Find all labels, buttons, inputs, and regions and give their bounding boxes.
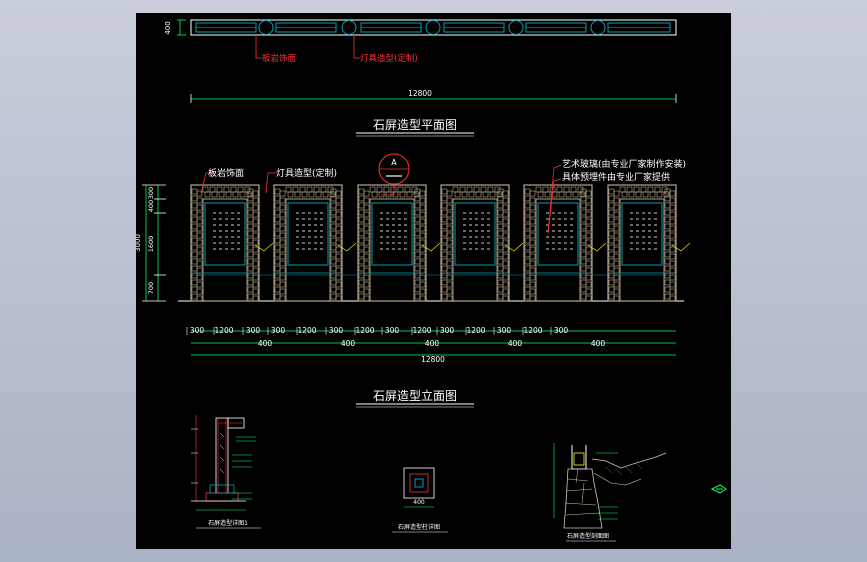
elev-dim-label: 400 (341, 339, 356, 348)
elev-label-stone: 板岩饰面 (208, 167, 244, 179)
plan-view: 400 板岩饰面 灯具造型(定制) 12800 石屏造型平面图 (164, 19, 677, 137)
elev-dim-row-1: 300 1200 300 300 1200 300 1200 300 1200 300 1200 30… (186, 326, 569, 335)
elev-label-embed: 具体预埋件由专业厂家提供 (562, 171, 670, 183)
elev-dim-label: 300 (246, 326, 261, 335)
elev-dim-label: 1200 (466, 326, 485, 335)
elev-dim-label: 300 (385, 326, 400, 335)
elev-dim-total-height: 3000 (136, 234, 142, 252)
elev-dim-700: 700 (147, 282, 155, 294)
elev-dim-label: 1200 (355, 326, 374, 335)
plan-total-width: 12800 (408, 89, 432, 98)
elev-dim-label: 1200 (214, 326, 233, 335)
section-marker: A (378, 153, 410, 196)
ucs-axis-icon (710, 484, 727, 494)
cad-drawing-viewport[interactable]: 400 板岩饰面 灯具造型(定制) 12800 石屏造型平面图 3000 400… (136, 13, 731, 549)
elev-dim-label: 300 (329, 326, 344, 335)
elev-dim-label: 300 (497, 326, 512, 335)
stone-screens (190, 184, 691, 302)
plan-depth-dim: 400 (164, 21, 172, 34)
elev-title: 石屏造型立面图 (373, 388, 457, 403)
elev-dim-label: 400 (258, 339, 273, 348)
plan-title: 石屏造型平面图 (373, 118, 457, 132)
elev-dim-label: 300 (440, 326, 455, 335)
elev-dim-400: 400 (147, 200, 155, 212)
elev-dim-label: 300 (554, 326, 569, 335)
cad-drawing: 400 板岩饰面 灯具造型(定制) 12800 石屏造型平面图 3000 400… (136, 19, 727, 542)
detail-2-dim: 400 (413, 499, 425, 506)
stone-screen (190, 184, 274, 302)
elev-dim-row-2: 400 400 400 400 400 (258, 339, 606, 348)
plan-panels (195, 22, 671, 33)
elev-dim-label: 400 (591, 339, 606, 348)
elev-label-lamp: 灯具造型(定制) (276, 167, 337, 179)
elev-dim-300: 300 (147, 187, 155, 199)
elev-dim-label: 300 (190, 326, 205, 335)
plan-outline (190, 19, 677, 36)
stone-screen (607, 184, 691, 302)
section-marker-letter: A (391, 158, 397, 167)
plan-label-lamp: 灯具造型(定制) (360, 53, 418, 64)
elevation-view: 3000 400 300 1600 700 板岩饰面 灯具造型(定制) A 艺术… (136, 153, 691, 408)
elev-dim-label: 1200 (523, 326, 542, 335)
stone-screen (523, 184, 607, 302)
elev-total-width: 12800 (421, 355, 445, 364)
detail-1: 石屏造型详图1 (191, 415, 261, 529)
elev-dim-label: 1200 (412, 326, 431, 335)
detail-3: 石屏造型剖面图 (553, 443, 667, 542)
elev-label-glass: 艺术玻璃(由专业厂家制作安装) (562, 158, 686, 170)
stone-screen (357, 184, 441, 302)
plan-lamp-circles (258, 20, 606, 35)
elev-dim-1600: 1600 (147, 236, 155, 253)
detail-2: 400 石屏造型柱详图 (392, 467, 448, 533)
plan-label-stone: 板岩饰面 (262, 53, 297, 64)
detail-3-caption: 石屏造型剖面图 (567, 532, 609, 540)
stone-screen (440, 184, 524, 302)
elev-dim-label: 1200 (297, 326, 316, 335)
elev-dim-label: 400 (508, 339, 523, 348)
elev-dim-label: 400 (425, 339, 440, 348)
elev-dim-label: 300 (271, 326, 286, 335)
detail-1-caption: 石屏造型详图1 (208, 519, 248, 527)
detail-2-caption: 石屏造型柱详图 (398, 523, 440, 531)
stone-screen (273, 184, 357, 302)
